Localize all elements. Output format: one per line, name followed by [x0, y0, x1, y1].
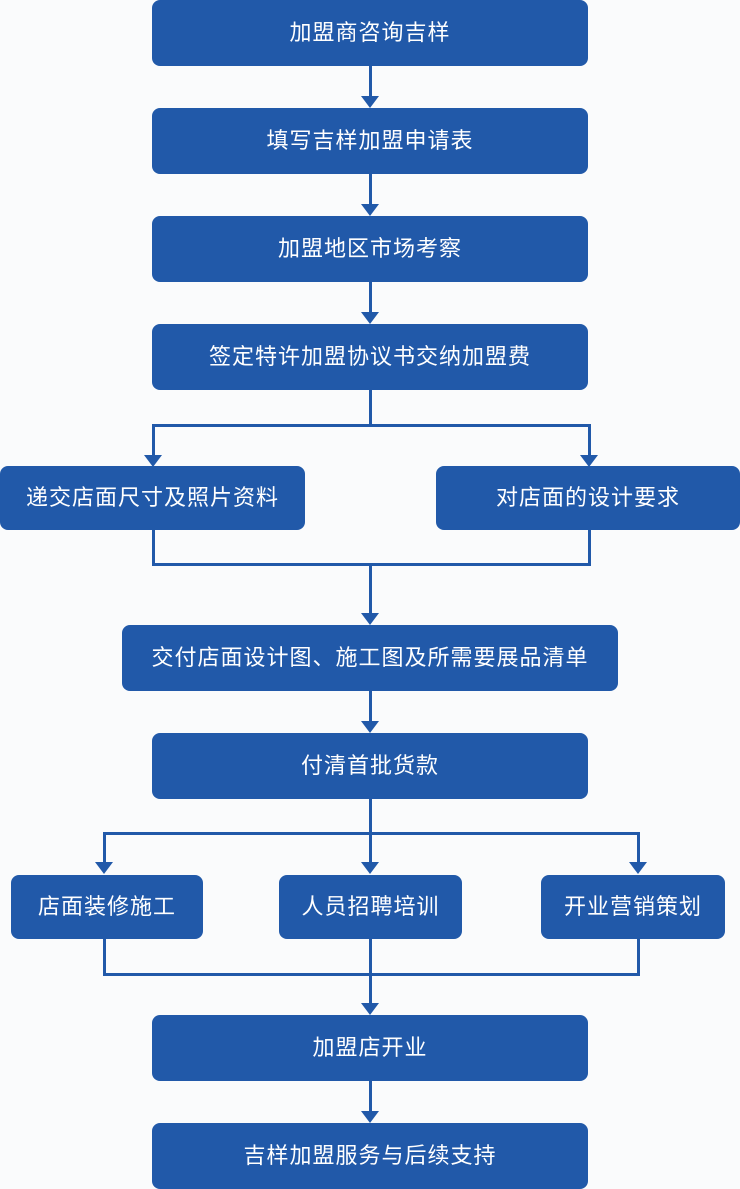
- connector-arrowhead: [361, 96, 379, 108]
- connector-arrowhead: [361, 1111, 379, 1123]
- connector-arrowhead: [361, 862, 379, 874]
- flow-node-label: 吉样加盟服务与后续支持: [243, 1142, 497, 1168]
- connector-line: [588, 424, 591, 458]
- connector-line: [103, 939, 106, 976]
- connector-arrowhead: [361, 721, 379, 733]
- connector-line: [369, 563, 372, 615]
- connector-line: [369, 66, 372, 96]
- connector-arrowhead: [144, 455, 162, 467]
- connector-line: [369, 799, 372, 835]
- connector-arrowhead: [361, 613, 379, 625]
- connector-arrowhead: [361, 1003, 379, 1015]
- flow-node-consult[interactable]: 加盟商咨询吉样: [152, 0, 588, 66]
- flow-node-label: 加盟商咨询吉样: [289, 19, 451, 45]
- connector-line: [369, 691, 372, 721]
- flow-node-deliver-design-drawings[interactable]: 交付店面设计图、施工图及所需要展品清单: [122, 625, 618, 691]
- connector-line: [103, 832, 106, 865]
- connector-line: [369, 1081, 372, 1111]
- connector-arrowhead: [361, 204, 379, 216]
- flow-node-label: 递交店面尺寸及照片资料: [25, 484, 279, 510]
- flow-node-label: 对店面的设计要求: [495, 484, 680, 510]
- connector-line: [637, 939, 640, 976]
- flow-node-staff-recruitment-training[interactable]: 人员招聘培训: [279, 875, 462, 939]
- flow-node-store-opening[interactable]: 加盟店开业: [152, 1015, 588, 1081]
- flow-node-label: 填写吉样加盟申请表: [266, 127, 474, 153]
- connector-line: [369, 390, 372, 427]
- connector-arrowhead: [361, 312, 379, 324]
- flow-node-sign-agreement[interactable]: 签定特许加盟协议书交纳加盟费: [152, 324, 588, 390]
- connector-line: [637, 832, 640, 865]
- flow-node-application-form[interactable]: 填写吉样加盟申请表: [152, 108, 588, 174]
- connector-arrowhead: [629, 862, 647, 874]
- flow-node-label: 付清首批货款: [300, 752, 439, 778]
- flow-node-after-sales-support[interactable]: 吉样加盟服务与后续支持: [152, 1123, 588, 1189]
- flow-node-opening-marketing-plan[interactable]: 开业营销策划: [541, 875, 725, 939]
- flow-node-label: 交付店面设计图、施工图及所需要展品清单: [151, 644, 589, 670]
- flow-node-label: 加盟店开业: [312, 1034, 428, 1060]
- flow-node-label: 加盟地区市场考察: [277, 235, 462, 261]
- connector-line: [152, 424, 155, 458]
- flow-node-label: 签定特许加盟协议书交纳加盟费: [208, 343, 531, 369]
- flow-node-market-research[interactable]: 加盟地区市场考察: [152, 216, 588, 282]
- flow-node-store-design-requirements[interactable]: 对店面的设计要求: [436, 466, 740, 530]
- connector-line: [369, 832, 372, 865]
- flow-node-label: 开业营销策划: [563, 893, 702, 919]
- connector-line: [369, 282, 372, 312]
- connector-line: [152, 530, 155, 566]
- flow-node-store-renovation[interactable]: 店面装修施工: [11, 875, 203, 939]
- connector-line: [152, 424, 591, 427]
- connector-arrowhead: [580, 455, 598, 467]
- flow-node-label: 人员招聘培训: [301, 893, 440, 919]
- flow-node-label: 店面装修施工: [37, 893, 176, 919]
- connector-line: [369, 973, 372, 1005]
- connector-line: [369, 939, 372, 976]
- connector-line: [588, 530, 591, 566]
- connector-line: [369, 174, 372, 204]
- flow-node-submit-store-photos[interactable]: 递交店面尺寸及照片资料: [0, 466, 305, 530]
- flow-node-pay-first-order[interactable]: 付清首批货款: [152, 733, 588, 799]
- connector-arrowhead: [95, 862, 113, 874]
